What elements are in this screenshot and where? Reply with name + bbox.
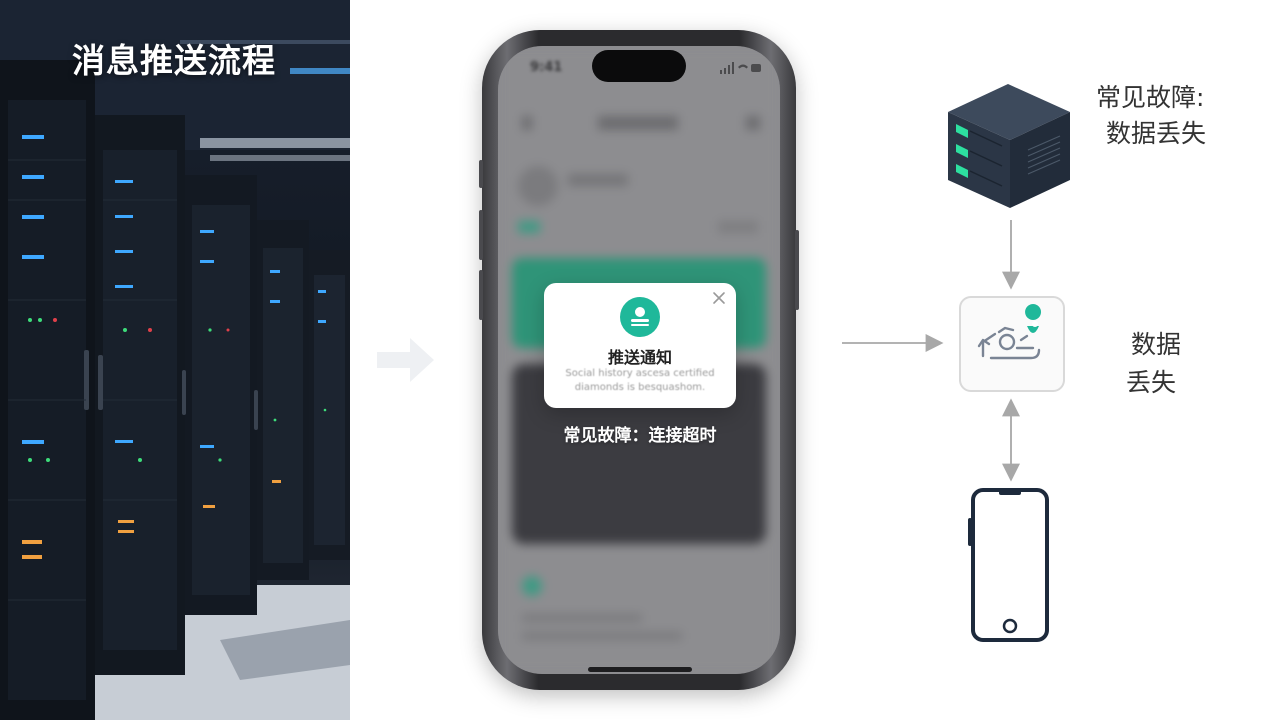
user-icon bbox=[620, 297, 660, 337]
data-sync-node bbox=[959, 296, 1065, 392]
sync-location-icon bbox=[977, 304, 1042, 360]
phone-power-button bbox=[795, 230, 799, 310]
notification-body: Social history ascesa certified diamonds… bbox=[565, 368, 715, 393]
flow-arrow-faded bbox=[377, 338, 434, 382]
page-title: 消息推送流程 bbox=[72, 41, 276, 80]
failure-caption: 常见故障：连接超时 bbox=[563, 426, 717, 446]
dynamic-island bbox=[592, 50, 686, 82]
phone-volume-up bbox=[479, 210, 483, 260]
server-failure-label: 常见故障: 数据丢失 bbox=[1096, 80, 1206, 152]
center-label-line1: 数据 bbox=[1131, 330, 1182, 359]
phone-volume-down bbox=[479, 270, 483, 320]
status-icons bbox=[720, 62, 761, 74]
data-loss-label: 数据 丢失 bbox=[1126, 326, 1181, 402]
server-label-line2: 数据丢失 bbox=[1106, 119, 1207, 148]
smartphone-icon bbox=[968, 488, 1049, 642]
home-indicator bbox=[588, 667, 692, 672]
push-notification-card[interactable]: 推送通知 Social history ascesa certified dia… bbox=[544, 283, 736, 408]
close-icon[interactable] bbox=[710, 289, 728, 307]
center-label-line2: 丢失 bbox=[1126, 368, 1177, 397]
server-room-photo: 消息推送流程 bbox=[0, 0, 350, 720]
status-bar-time: 9:41 bbox=[530, 60, 563, 75]
server-icon bbox=[948, 84, 1070, 208]
notification-title: 推送通知 bbox=[607, 348, 672, 367]
server-label-line1: 常见故障: bbox=[1096, 83, 1205, 112]
phone-mute-switch bbox=[479, 160, 483, 188]
server-racks-illustration bbox=[0, 0, 350, 720]
